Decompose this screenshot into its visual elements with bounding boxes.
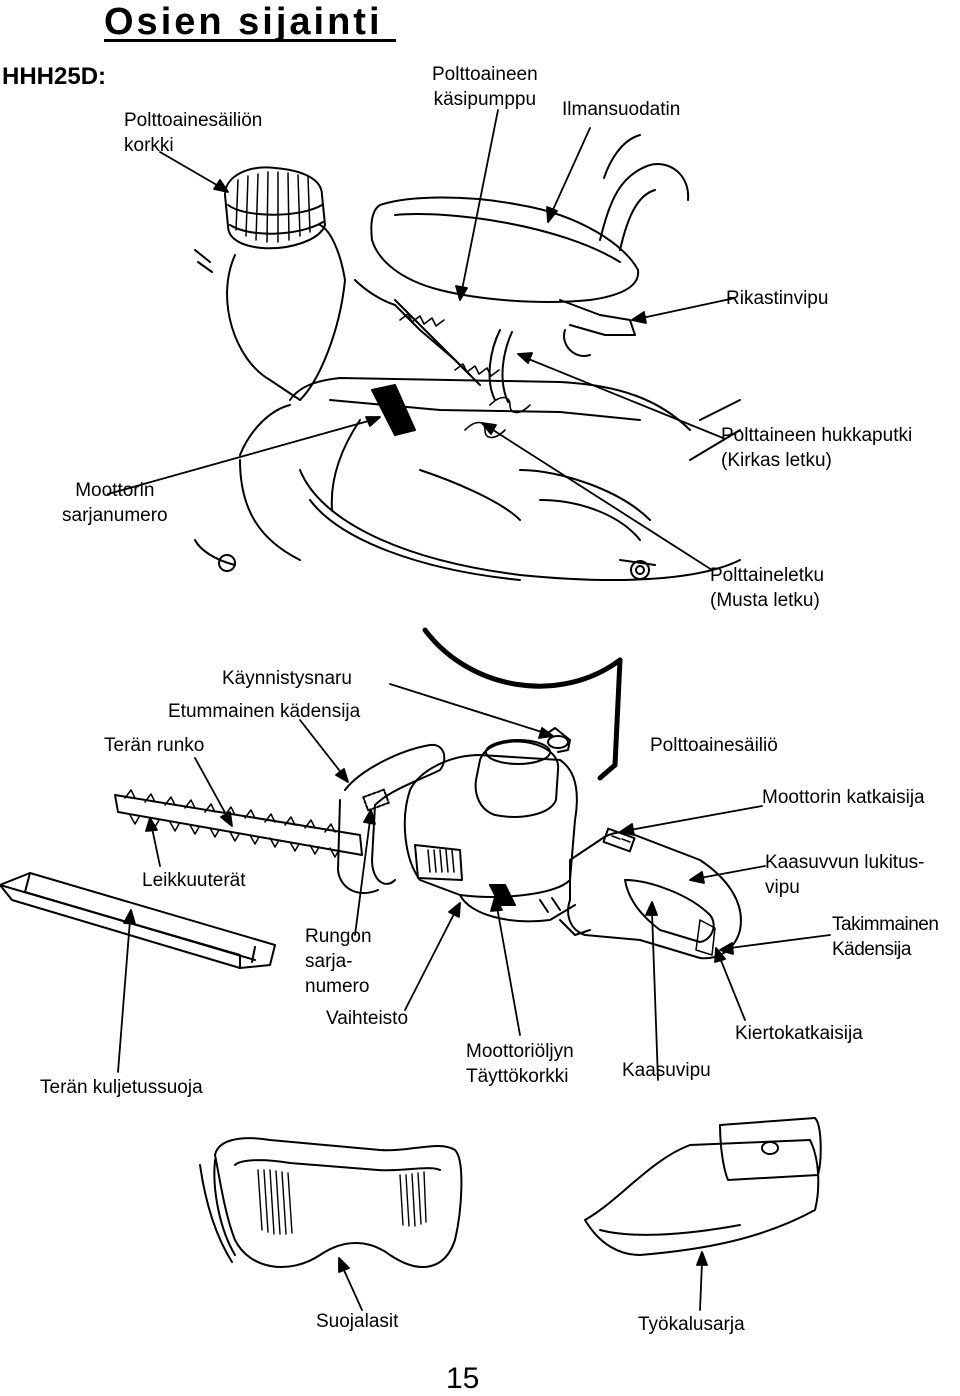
label-goggles: Suojalasit xyxy=(316,1311,399,1332)
fuel-tank-body xyxy=(226,224,346,401)
label-frame-serial: Rungon sarja- numero xyxy=(305,926,372,997)
label-stop-switch: Moottorin katkaisija xyxy=(762,787,925,808)
label-blade-frame: Terän runko xyxy=(104,735,205,756)
label-tool-kit: Työkalusarja xyxy=(638,1314,745,1335)
label-rear-handle: Takimmainen Kädensija xyxy=(832,914,939,960)
label-choke-lever: Rikastinvipu xyxy=(726,288,829,309)
label-throttle-lockout: Kaasuvvun lukitus- vipu xyxy=(765,852,925,898)
page-title: Osien sijainti xyxy=(104,1,383,43)
label-fuel-tank: Polttoainesäiliö xyxy=(650,735,778,756)
label-blade-cover: Terän kuljetussuoja xyxy=(40,1077,203,1098)
engine-serial-plate xyxy=(371,384,416,436)
label-primer-pump: Polttoaineen käsipumppu xyxy=(432,64,538,110)
fuel-cap-drawing xyxy=(224,166,326,250)
zoom-callout xyxy=(422,627,623,689)
label-fuel-return-pipe: Polttaineen hukkaputki (Kirkas letku) xyxy=(721,425,913,471)
fuel-tank-drawing xyxy=(474,740,560,818)
page-number: 15 xyxy=(446,1362,480,1395)
tool-kit-drawing xyxy=(584,1117,822,1256)
model-label: HHH25D: xyxy=(2,63,107,90)
label-front-handle: Etummainen kädensija xyxy=(168,701,361,722)
label-cutter-blades: Leikkuuterät xyxy=(142,870,246,891)
rear-handle-drawing xyxy=(567,831,742,960)
label-rotate-lock: Kiertokatkaisija xyxy=(735,1023,863,1044)
label-fuel-tank-cap: Polttoainesäiliön korkki xyxy=(124,110,263,156)
label-throttle-trigger: Kaasuvipu xyxy=(622,1060,711,1081)
goggles-drawing xyxy=(199,1137,463,1268)
front-handle-drawing xyxy=(344,743,446,885)
label-air-filter: Ilmansuodatin xyxy=(562,99,681,120)
hedge-trimmer xyxy=(114,727,742,960)
label-engine-serial: Moottorin sarjanumero xyxy=(62,480,168,526)
leader-lines xyxy=(107,109,831,1311)
air-filter-cover xyxy=(370,196,640,303)
label-oil-cap: Moottoriöljyn Täyttökorkki xyxy=(466,1041,574,1087)
title-underline xyxy=(104,39,396,42)
label-gearbox: Vaihteisto xyxy=(326,1008,409,1029)
engine-housing-drawing xyxy=(403,754,578,898)
cutter-bar-drawing xyxy=(114,794,363,856)
label-starter-knob: Käynnistysnaru xyxy=(222,668,352,689)
label-fuel-hose: Polttaineletku (Musta letku) xyxy=(710,565,825,611)
engine-closeup xyxy=(194,134,741,781)
blade-cover xyxy=(0,872,276,969)
